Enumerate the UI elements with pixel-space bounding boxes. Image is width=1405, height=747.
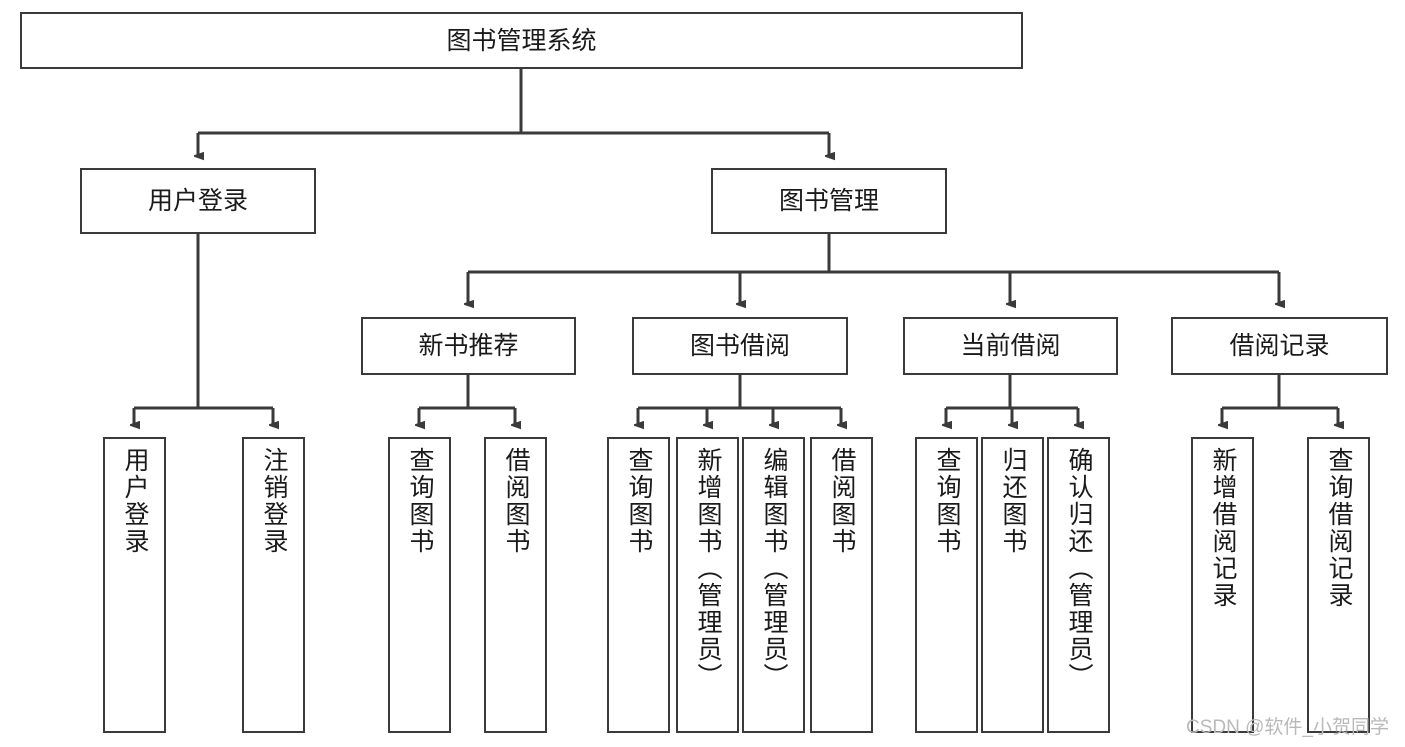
node-book-borrow[interactable]: 图书借阅: [632, 317, 848, 375]
node-leaf-logout-label: 注销登录: [260, 447, 288, 555]
node-leaf-add-record-label: 新增借阅记录: [1209, 447, 1237, 609]
node-leaf-logout[interactable]: 注销登录: [242, 437, 305, 733]
node-leaf-user-login[interactable]: 用户登录: [103, 437, 166, 733]
node-leaf-query-record-label: 查询借阅记录: [1325, 447, 1353, 609]
node-leaf-add-book-label: 新增图书（管理员）: [694, 447, 722, 690]
node-current-borrow[interactable]: 当前借阅: [903, 317, 1118, 375]
node-leaf-user-login-label: 用户登录: [121, 447, 149, 555]
node-leaf-query-book-rec[interactable]: 查询图书: [388, 437, 451, 733]
node-leaf-return-book-label: 归还图书: [999, 447, 1027, 555]
node-user-login-label: 用户登录: [147, 187, 248, 215]
node-leaf-query-book-rec-label: 查询图书: [406, 447, 434, 555]
node-leaf-query-book-borrow[interactable]: 查询图书: [607, 437, 670, 733]
node-root[interactable]: 图书管理系统: [20, 12, 1023, 69]
node-leaf-add-record[interactable]: 新增借阅记录: [1191, 437, 1254, 733]
node-new-book-rec[interactable]: 新书推荐: [361, 317, 576, 375]
node-current-borrow-label: 当前借阅: [960, 332, 1061, 360]
node-leaf-confirm-return[interactable]: 确认归还（管理员）: [1047, 437, 1110, 733]
node-leaf-confirm-return-label: 确认归还（管理员）: [1065, 447, 1093, 690]
node-root-label: 图书管理系统: [446, 26, 597, 55]
node-leaf-borrow-book-rec-label: 借阅图书: [502, 447, 530, 555]
node-borrow-record[interactable]: 借阅记录: [1171, 317, 1388, 375]
node-user-login[interactable]: 用户登录: [80, 168, 316, 234]
node-book-manage-label: 图书管理: [778, 187, 879, 215]
node-borrow-record-label: 借阅记录: [1229, 332, 1330, 360]
node-leaf-add-book[interactable]: 新增图书（管理员）: [676, 437, 739, 733]
node-leaf-query-book-current[interactable]: 查询图书: [915, 437, 978, 733]
node-leaf-borrow-book-label: 借阅图书: [828, 447, 856, 555]
node-leaf-query-book-borrow-label: 查询图书: [625, 447, 653, 555]
node-leaf-query-record[interactable]: 查询借阅记录: [1307, 437, 1370, 733]
node-leaf-edit-book[interactable]: 编辑图书（管理员）: [742, 437, 805, 733]
csdn-watermark: CSDN @软件_小贺同学: [1186, 717, 1389, 738]
node-book-borrow-label: 图书借阅: [689, 332, 790, 360]
node-book-manage[interactable]: 图书管理: [711, 168, 947, 234]
node-leaf-return-book[interactable]: 归还图书: [981, 437, 1044, 733]
node-leaf-query-book-current-label: 查询图书: [933, 447, 961, 555]
node-leaf-borrow-book-rec[interactable]: 借阅图书: [484, 437, 547, 733]
node-new-book-rec-label: 新书推荐: [418, 332, 519, 360]
node-leaf-edit-book-label: 编辑图书（管理员）: [760, 447, 788, 690]
node-leaf-borrow-book[interactable]: 借阅图书: [810, 437, 873, 733]
